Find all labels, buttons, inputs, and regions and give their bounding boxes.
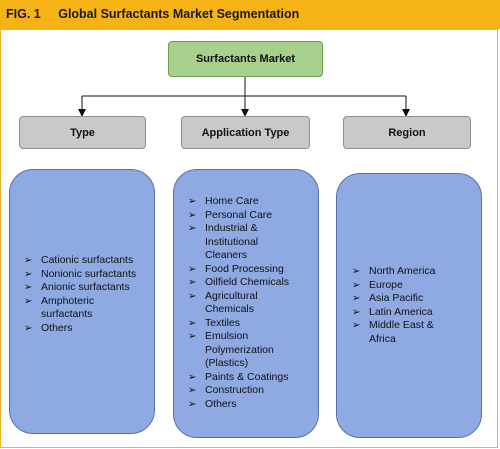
list-item: ➢ Paints & Coatings (186, 371, 314, 385)
list-item: ➢ Food Processing (186, 263, 314, 277)
arrowhead-bullet-icon: ➢ (188, 277, 197, 288)
list-item-label: Agricultural Chemicals (205, 289, 258, 316)
list-item-label: Asia Pacific (369, 292, 424, 304)
list-item: ➢ Others (22, 322, 147, 336)
arrowhead-bullet-icon: ➢ (24, 268, 33, 280)
list-item: ➢ Asia Pacific (350, 292, 470, 306)
list-item: ➢ Oilfield Chemicals (186, 276, 314, 290)
arrowhead-bullet-icon: ➢ (188, 317, 197, 329)
list-item-label: Food Processing (205, 262, 284, 275)
list-item: ➢ Europe (350, 279, 470, 293)
category-label-application-type: Application Type (201, 126, 290, 139)
list-item-label: Paints & Coatings (205, 370, 289, 383)
arrowhead-bullet-icon: ➢ (188, 223, 197, 234)
category-node-type: Type (19, 116, 146, 149)
arrowhead-bullet-icon: ➢ (352, 306, 361, 318)
panel-application-type: ➢ Home Care ➢ Personal Care ➢ Industrial & … (173, 169, 319, 438)
list-item-label: Latin America (369, 305, 433, 318)
list-item-label: Emulsion Polymerization (Plastics) (205, 330, 274, 369)
arrowhead-bullet-icon: ➢ (188, 371, 197, 383)
root-node-label: Surfactants Market (195, 53, 296, 65)
figure-frame (0, 29, 498, 448)
arrowhead-bullet-icon: ➢ (188, 263, 197, 275)
list-item: ➢ Home Care (186, 195, 314, 209)
list-item-label: Textiles (205, 316, 241, 329)
list-item: ➢ Emulsion Polymerization (Plastics) (186, 330, 289, 371)
arrowhead-bullet-icon: ➢ (352, 266, 361, 277)
figure-header: FIG. 1 Global Surfactants Market Segment… (0, 0, 500, 29)
list-item: ➢ Textiles (186, 317, 314, 331)
list-item: ➢ Personal Care (186, 209, 314, 223)
root-node-surfactants-market: Surfactants Market (168, 41, 323, 77)
list-item: ➢ Cationic surfactants (22, 254, 147, 268)
arrowhead-bullet-icon: ➢ (188, 331, 197, 342)
arrowhead-bullet-icon: ➢ (188, 290, 197, 302)
figure-label: FIG. 1 (6, 7, 41, 21)
type-list: ➢ Cationic surfactants ➢ Nonionic surfacta… (22, 254, 147, 335)
list-item: ➢ Amphoteric surfactants (22, 295, 147, 322)
list-item-label: Industrial & Institutional Cleaners (205, 222, 259, 261)
arrowhead-bullet-icon: ➢ (24, 322, 33, 334)
list-item: ➢ Others (186, 398, 314, 412)
application-list: ➢ Home Care ➢ Personal Care ➢ Industrial & … (186, 195, 314, 411)
list-item-label: Personal Care (205, 208, 273, 221)
list-item: ➢ Middle East & Africa (350, 319, 459, 346)
list-item-label: Middle East & Africa (369, 319, 434, 345)
category-node-region: Region (343, 116, 471, 149)
list-item-label: Construction (205, 384, 264, 396)
arrowhead-bullet-icon: ➢ (352, 320, 361, 331)
list-item: ➢ North America (350, 265, 470, 279)
arrowhead-bullet-icon: ➢ (188, 385, 197, 396)
list-item: ➢ Construction (186, 384, 314, 398)
list-item-label: Nonionic surfactants (41, 267, 137, 280)
arrowhead-bullet-icon: ➢ (352, 293, 361, 304)
list-item-label: Europe (369, 278, 403, 291)
list-item: ➢ Anionic surfactants (22, 281, 147, 295)
list-item-label: Home Care (205, 195, 259, 207)
list-item-label: Others (41, 321, 73, 334)
list-item: ➢ Nonionic surfactants (22, 268, 147, 282)
arrowhead-bullet-icon: ➢ (188, 209, 197, 221)
figure-title: Global Surfactants Market Segmentation (58, 7, 300, 21)
arrowhead-bullet-icon: ➢ (24, 295, 33, 307)
arrowhead-bullet-icon: ➢ (24, 282, 33, 293)
arrowhead-bullet-icon: ➢ (188, 196, 197, 207)
list-item-label: Cationic surfactants (41, 254, 134, 266)
list-item-label: Amphoteric surfactants (41, 294, 95, 321)
panel-type: ➢ Cationic surfactants ➢ Nonionic surfacta… (9, 169, 155, 434)
category-label-region: Region (388, 126, 426, 139)
list-item: ➢ Industrial & Institutional Cleaners (186, 222, 285, 263)
list-item-label: Anionic surfactants (41, 281, 130, 293)
arrowhead-bullet-icon: ➢ (352, 279, 361, 291)
arrowhead-bullet-icon: ➢ (24, 255, 33, 266)
list-item-label: North America (369, 265, 436, 277)
list-item-label: Others (205, 397, 237, 410)
arrowhead-bullet-icon: ➢ (188, 398, 197, 410)
category-node-application-type: Application Type (181, 116, 310, 149)
list-item: ➢ Agricultural Chemicals (186, 290, 289, 317)
region-list: ➢ North America ➢ Europe ➢ Asia Pacific ➢ La… (350, 265, 470, 346)
panel-region: ➢ North America ➢ Europe ➢ Asia Pacific ➢ La… (336, 173, 482, 438)
list-item-label: Oilfield Chemicals (205, 276, 290, 288)
list-item: ➢ Latin America (350, 306, 470, 320)
category-label-type: Type (70, 126, 95, 139)
